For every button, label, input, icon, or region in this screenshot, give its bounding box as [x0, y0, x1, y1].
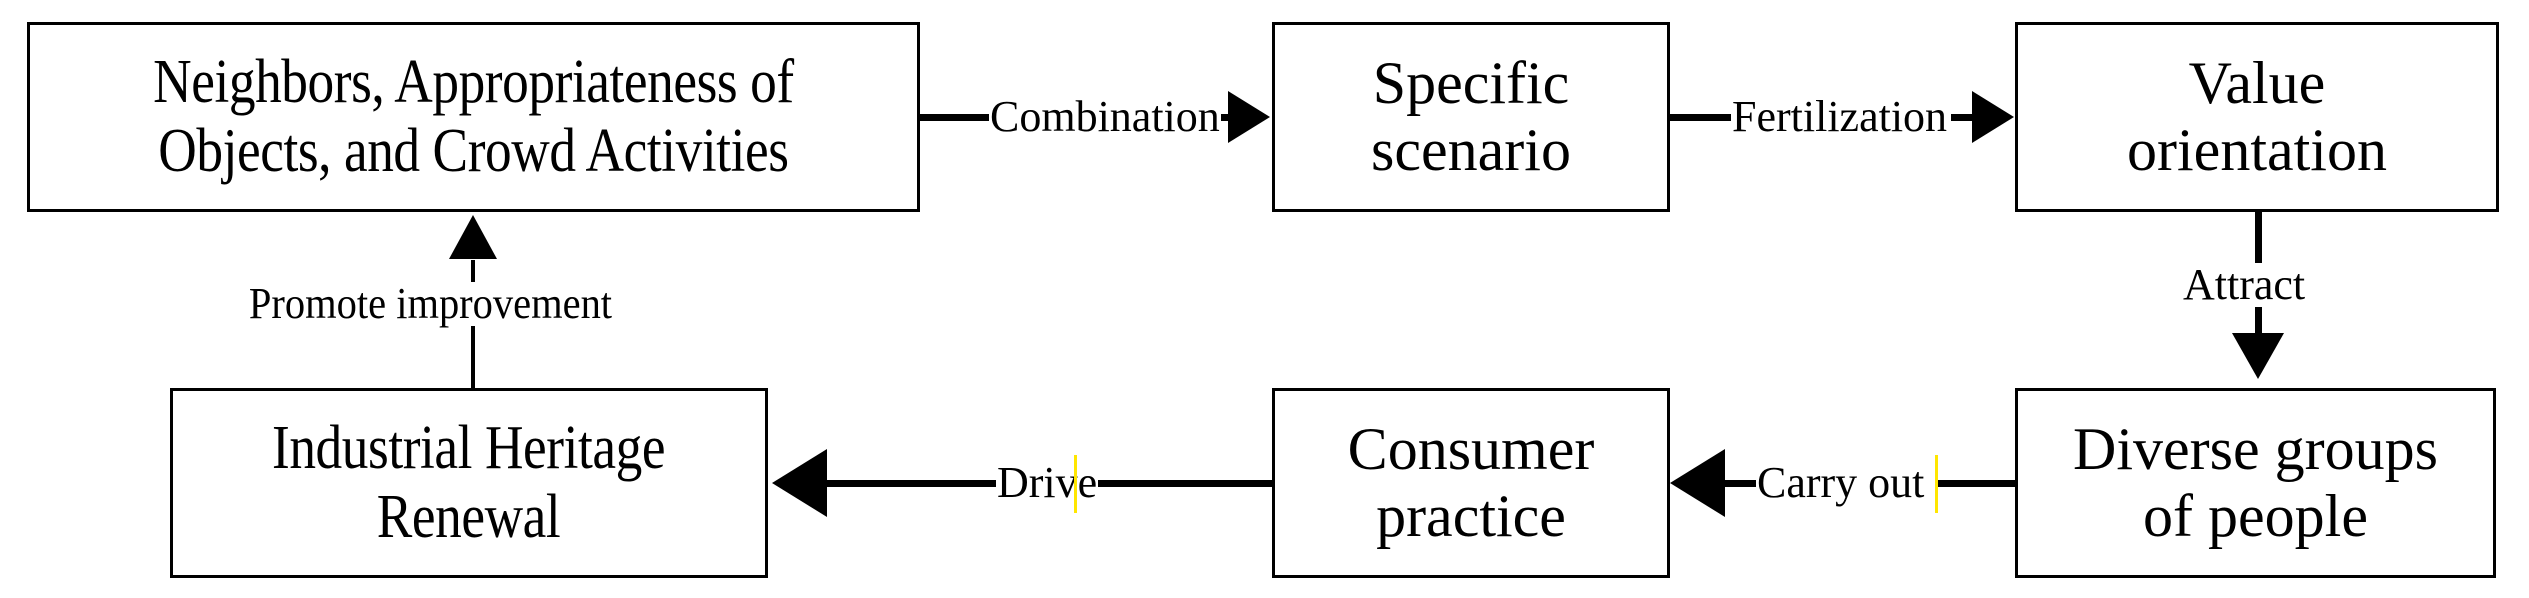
- node-specific-scenario[interactable]: Specific scenario: [1272, 22, 1670, 212]
- render-artifact-line-drive: [1074, 455, 1077, 513]
- node-diverse-groups[interactable]: Diverse groups of people: [2015, 388, 2496, 578]
- edge-carry-out-line-right: [1938, 480, 2018, 487]
- edge-fertilization-line-left: [1670, 114, 1732, 121]
- node-diverse-groups-label: Diverse groups of people: [2073, 415, 2438, 549]
- arrow-right-icon-combination: [1228, 91, 1270, 143]
- edge-fertilization-line-right: [1951, 114, 1977, 121]
- edge-promote-improvement-label: Promote improvement: [248, 279, 613, 328]
- node-industrial-heritage-renewal[interactable]: Industrial Heritage Renewal: [170, 388, 768, 578]
- edge-carry-out-label: Carry out: [1756, 458, 1926, 507]
- edge-attract-label: Attract: [2182, 260, 2307, 309]
- arrow-left-icon-carry-out: [1670, 449, 1725, 517]
- edge-drive-label: Drive: [996, 458, 1099, 507]
- arrow-up-icon-promote-improvement: [449, 215, 497, 259]
- node-consumer-practice[interactable]: Consumer practice: [1272, 388, 1670, 578]
- node-specific-scenario-label: Specific scenario: [1371, 49, 1571, 183]
- edge-carry-out-line-left: [1722, 480, 1758, 487]
- node-industrial-heritage-renewal-label: Industrial Heritage Renewal: [272, 413, 666, 551]
- arrow-right-icon-fertilization: [1972, 91, 2014, 143]
- render-artifact-line-carry-out: [1935, 455, 1938, 513]
- node-consumer-practice-label: Consumer practice: [1347, 415, 1595, 549]
- node-value-orientation-label: Value orientation: [2127, 49, 2387, 183]
- node-value-orientation[interactable]: Value orientation: [2015, 22, 2499, 212]
- node-neighbors-label: Neighbors, Appropriateness of Objects, a…: [153, 47, 794, 185]
- edge-attract-line-bottom: [2255, 305, 2262, 335]
- edge-drive-line-left: [824, 480, 1000, 487]
- edge-fertilization-label: Fertilization: [1731, 92, 1949, 141]
- edge-drive-line-right: [1078, 480, 1272, 487]
- arrow-down-icon-attract: [2232, 333, 2284, 379]
- edge-combination-line-left: [920, 114, 990, 121]
- edge-combination-label: Combination: [989, 92, 1221, 141]
- edge-attract-line-top: [2255, 212, 2262, 264]
- edge-promote-improvement-line-top: [471, 260, 475, 288]
- edge-promote-improvement-line-bottom: [471, 322, 475, 390]
- arrow-left-icon-drive: [772, 449, 827, 517]
- node-neighbors[interactable]: Neighbors, Appropriateness of Objects, a…: [27, 22, 920, 212]
